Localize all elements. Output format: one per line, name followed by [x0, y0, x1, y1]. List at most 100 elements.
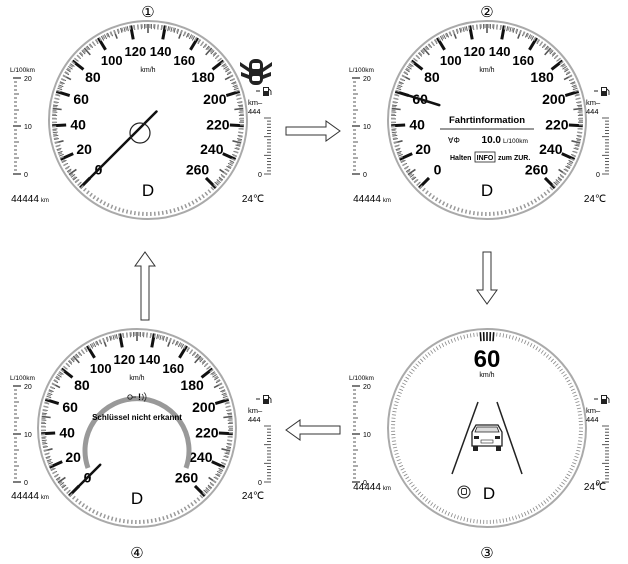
fine-tick	[502, 518, 505, 523]
speed-tick	[61, 159, 67, 163]
speed-tick	[221, 392, 227, 396]
info-key-box	[474, 151, 496, 163]
speed-tick	[407, 168, 416, 176]
fine-tick	[392, 410, 397, 413]
speed-tick	[53, 134, 59, 137]
speed-tick	[573, 107, 583, 111]
speed-tick	[572, 87, 578, 91]
fine-tick	[557, 486, 561, 491]
speed-label: 20	[415, 141, 431, 157]
speed-tick	[232, 140, 242, 144]
fine-tick	[460, 335, 463, 340]
speed-tick	[55, 476, 61, 481]
speed-tick	[223, 455, 229, 459]
needle-line	[74, 463, 102, 491]
fine-tick	[394, 452, 399, 455]
speed-tick	[126, 332, 128, 338]
fine-tick	[420, 358, 424, 363]
speed-tick	[57, 87, 63, 91]
fine-tick	[515, 515, 518, 520]
speed-tick	[506, 26, 509, 32]
speed-label: 180	[191, 69, 215, 85]
speed-tick	[220, 389, 226, 393]
speed-tick	[115, 334, 118, 340]
fine-tick	[441, 343, 445, 347]
fine-tick	[460, 516, 463, 521]
fine-tick	[450, 338, 453, 343]
info-hint-pre: Halten	[450, 155, 471, 162]
fine-tick	[447, 511, 450, 516]
outside-temperature: 24℃	[242, 491, 264, 502]
speed-tick	[44, 398, 60, 406]
speed-tick	[397, 153, 403, 157]
speed-needle	[402, 92, 441, 107]
speed-tick	[72, 355, 80, 364]
speed-tick	[211, 59, 225, 71]
speed-label: 220	[206, 116, 230, 132]
speed-tick	[234, 107, 244, 111]
speed-tick	[205, 47, 213, 56]
speed-tick	[405, 168, 411, 173]
speed-tick	[524, 32, 528, 38]
speed-tick	[568, 123, 583, 128]
speed-tick	[434, 39, 438, 45]
speed-tick	[53, 379, 59, 384]
range-empty-label: 0	[596, 172, 600, 179]
speed-tick	[205, 45, 210, 51]
fine-tick	[555, 363, 559, 367]
speed-tick	[206, 365, 211, 370]
fine-tick	[535, 505, 539, 510]
fine-tick	[552, 361, 557, 365]
speed-tick	[221, 448, 231, 452]
speed-tick	[571, 140, 581, 144]
speed-tick	[541, 43, 546, 48]
fine-tick	[413, 365, 417, 370]
warning-message: Schlüssel nicht erkannt	[92, 413, 182, 422]
panel-number-1: ①	[141, 4, 154, 21]
speed-label: 120	[114, 352, 136, 367]
arrow-down	[476, 251, 498, 305]
fuel-unit: L/100km	[10, 375, 35, 382]
fine-tick	[466, 334, 469, 339]
fuel-scale-label: 20	[363, 384, 371, 391]
info-title: Fahrtinformation	[449, 115, 525, 126]
fine-tick	[444, 510, 448, 515]
fine-tick	[499, 519, 501, 524]
fine-tick	[420, 493, 424, 498]
outer-band	[52, 24, 244, 216]
speed-label: 140	[150, 44, 172, 59]
fine-tick	[568, 470, 572, 474]
speed-tick	[398, 152, 413, 161]
speed-tick	[462, 26, 465, 33]
fine-tick	[543, 352, 547, 356]
fine-tick	[393, 449, 398, 452]
speed-tick	[53, 138, 60, 141]
speed-tick	[52, 107, 62, 111]
fine-tick	[417, 491, 422, 495]
speed-tick	[394, 94, 400, 97]
speed-ticks	[391, 24, 583, 216]
speed-tick	[476, 24, 478, 30]
speed-label: 240	[539, 141, 563, 157]
speed-tick	[68, 66, 73, 70]
fine-tick	[572, 391, 577, 394]
odometer-value: 44444	[353, 194, 381, 205]
speed-tick	[42, 446, 49, 449]
speed-tick	[42, 412, 48, 415]
fine-tick	[570, 388, 575, 391]
speed-tick	[391, 131, 397, 134]
speed-tick	[405, 68, 410, 73]
fine-tick	[540, 350, 544, 354]
speed-tick	[576, 101, 582, 103]
speed-tick	[64, 487, 69, 492]
gear-indicator: D	[131, 489, 143, 508]
speed-unit: km/h	[129, 375, 144, 382]
fine-tick	[473, 519, 475, 524]
speed-tick	[104, 34, 108, 40]
speed-tick	[512, 27, 515, 33]
range-value: 444	[248, 107, 261, 116]
needle-hub	[129, 122, 151, 144]
fine-tick	[469, 333, 472, 338]
